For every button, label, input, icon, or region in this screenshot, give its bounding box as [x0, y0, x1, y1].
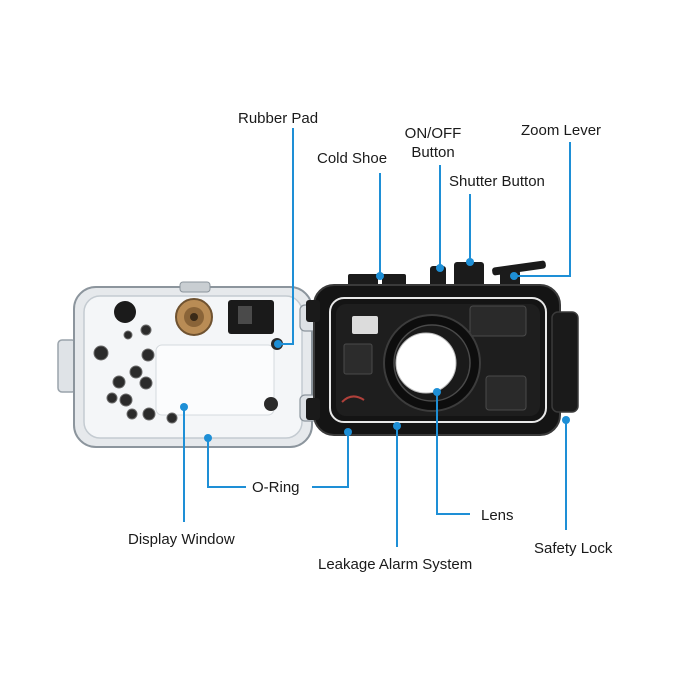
- label-display-window: Display Window: [128, 531, 235, 548]
- leader-dots: [180, 258, 570, 442]
- leader-rubber-pad: [278, 128, 294, 345]
- dot-safety-lock: [562, 416, 570, 424]
- leader-lines: [183, 128, 571, 547]
- label-on-off-button: ON/OFF Button: [400, 124, 466, 162]
- leader-zoom-lever: [514, 142, 571, 277]
- dot-cold-shoe: [376, 272, 384, 280]
- back-door: [57, 281, 323, 448]
- dot-on-off: [436, 264, 444, 272]
- label-safety-lock: Safety Lock: [534, 540, 613, 557]
- dot-rubber-pad: [274, 340, 282, 348]
- label-cold-shoe: Cold Shoe: [317, 150, 388, 167]
- dot-leakage-alarm: [393, 422, 401, 430]
- label-rubber-pad: Rubber Pad: [238, 110, 319, 127]
- leader-o-ring-left: [207, 438, 246, 488]
- leader-lens: [436, 392, 470, 515]
- label-on-off-line1: ON/OFF: [404, 125, 462, 142]
- label-leakage-alarm: Leakage Alarm System: [318, 556, 473, 573]
- label-zoom-lever: Zoom Lever: [521, 122, 602, 139]
- dot-zoom-lever: [510, 272, 518, 280]
- label-on-off-line2: Button: [411, 144, 455, 161]
- leader-o-ring-right: [312, 432, 349, 488]
- dot-lens: [433, 388, 441, 396]
- label-lens: Lens: [481, 507, 514, 524]
- dot-shutter: [466, 258, 474, 266]
- housing-body: [306, 260, 579, 436]
- dot-o-ring-door: [204, 434, 212, 442]
- label-o-ring: O-Ring: [252, 479, 300, 496]
- dot-o-ring-body: [344, 428, 352, 436]
- dot-display-window: [180, 403, 188, 411]
- label-shutter-button: Shutter Button: [449, 173, 545, 190]
